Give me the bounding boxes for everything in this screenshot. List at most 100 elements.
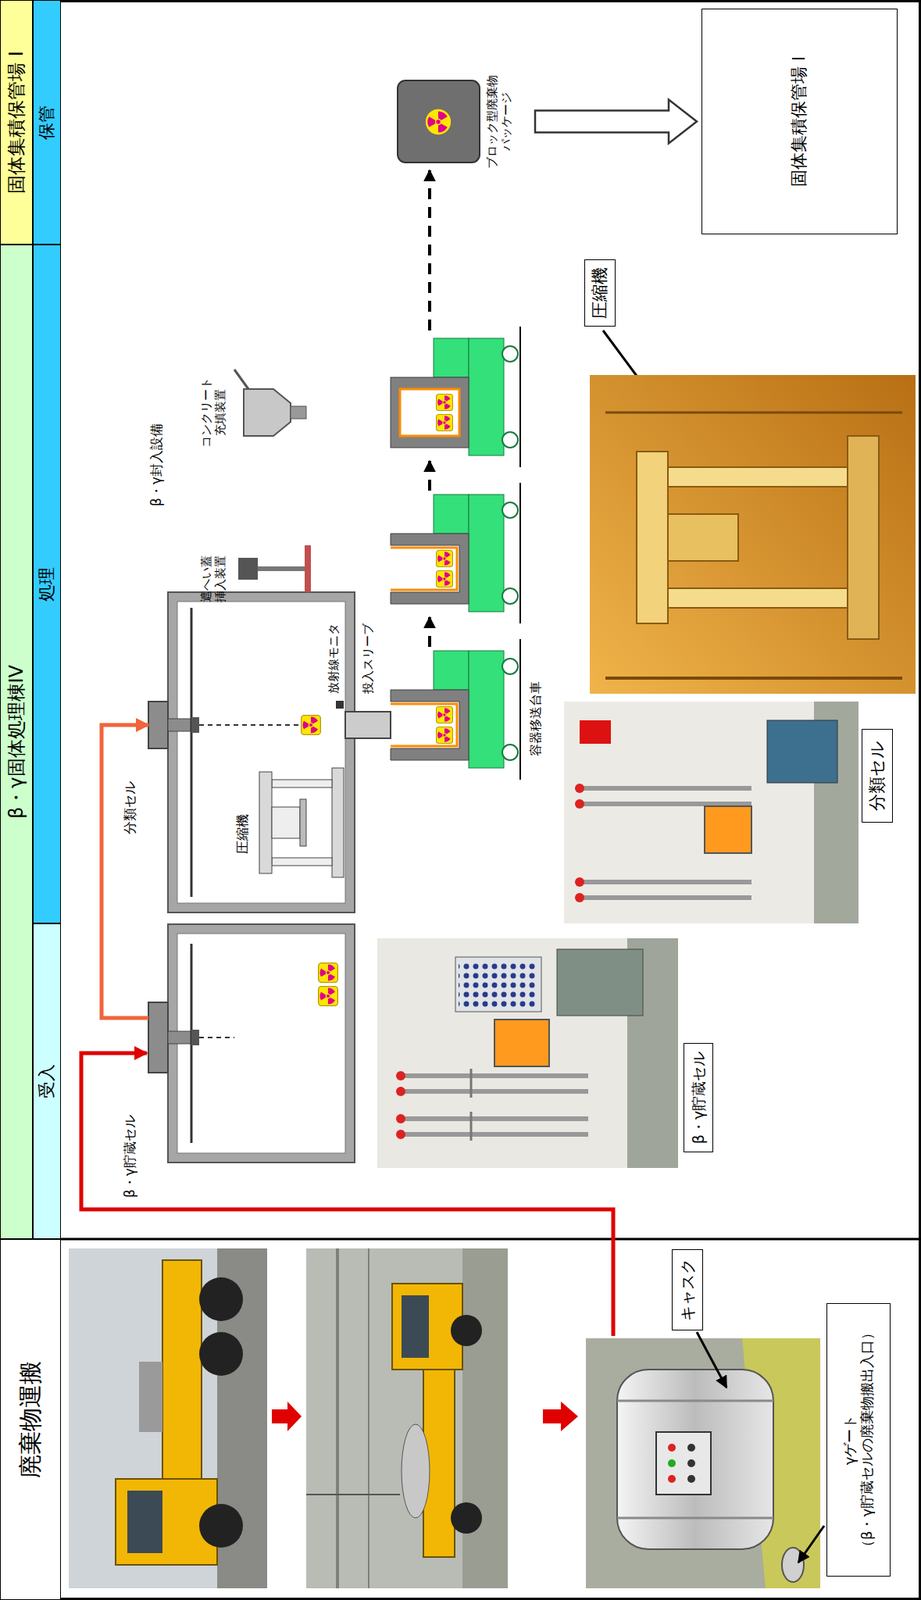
package-box: ブロック型廃棄物 パッケージ	[397, 72, 531, 171]
transfer-cart	[390, 638, 521, 780]
sorting-cell-drawing-part	[335, 700, 344, 709]
transfer-cart-part	[390, 533, 469, 604]
part-label: 容器移送台車	[528, 681, 543, 757]
callout-box: γゲート（β・γ貯蔵セルの廃棄物搬出入口）	[826, 1302, 891, 1577]
transfer-cart-part	[502, 346, 518, 362]
cask-photo-part	[617, 1369, 774, 1550]
band-label: 保管	[36, 105, 58, 140]
sorting-cell-photo-part	[574, 877, 585, 887]
header-band: 保管	[32, 0, 61, 245]
header-band: 受入	[32, 923, 61, 1239]
sorting-cell-photo-part	[579, 895, 752, 900]
sorting-cell-drawing-part	[301, 715, 322, 736]
block-package-part	[425, 109, 451, 135]
sorting-cell-drawing-part	[190, 607, 193, 897]
truck-photo	[68, 1248, 268, 1589]
truck-hall-photo-part	[450, 1314, 482, 1346]
sorting-cell-photo-part	[767, 720, 838, 783]
node-label: γゲート	[841, 1414, 859, 1466]
compactor-photo-part	[667, 588, 848, 608]
concrete-filling-device-part	[234, 369, 249, 390]
storage-box: 固体集積保管場 I	[701, 8, 898, 235]
sorting-cell-photo-part	[704, 806, 752, 854]
leader-line	[798, 1525, 825, 1563]
part-label: コンクリート 充填装置	[199, 365, 228, 460]
concrete-filling-device	[234, 369, 307, 436]
compactor-photo-part	[636, 451, 668, 624]
sorting-cell-photo-part	[579, 720, 611, 744]
transfer-cart-part	[436, 414, 454, 432]
band-label: 廃棄物運搬	[16, 1360, 45, 1478]
transfer-cart	[390, 482, 521, 624]
compactor-photo-part	[605, 676, 903, 680]
sorting-cell-drawing-part	[271, 806, 300, 839]
transfer-cart-part	[433, 338, 469, 378]
hollow-arrow	[535, 99, 697, 144]
node-label: 分類セル	[121, 781, 138, 835]
storage-cell-drawing-part	[167, 924, 355, 1163]
storage-cell-drawing-part	[167, 1031, 192, 1044]
flow-dashed-arrow-part	[428, 460, 432, 491]
flow-arrow	[271, 1401, 302, 1432]
truck-photo-part	[199, 1277, 243, 1321]
transfer-cart-part	[436, 706, 454, 724]
transfer-cart-part	[468, 338, 504, 456]
storage-cell-photo-part	[377, 938, 679, 1168]
sorting-cell-drawing-part	[299, 799, 307, 847]
transfer-cart-part	[502, 658, 518, 675]
cask-photo-part	[687, 1474, 696, 1483]
storage-cell-drawing-part	[177, 933, 346, 1154]
compactor-photo-part	[667, 467, 848, 487]
sorting-cell-drawing-part	[271, 857, 332, 866]
sorting-cell-photo-part	[574, 799, 585, 809]
node-label: ブロック型廃棄物 パッケージ	[485, 72, 514, 171]
header-band: 処理	[32, 244, 61, 924]
part-label: 圧縮機	[234, 813, 250, 854]
header-band: 廃棄物運搬	[0, 1238, 61, 1600]
part-label: 投入スリーブ	[360, 623, 375, 694]
storage-cell-photo-part	[470, 1068, 473, 1098]
transfer-cart-part	[519, 482, 522, 624]
cask-photo-part	[687, 1459, 696, 1468]
leader-line	[696, 1331, 727, 1388]
header-band: β・γ固体処理棟IV	[0, 244, 33, 1239]
compactor-photo-part	[589, 374, 916, 694]
sorting-cell-drawing-part	[177, 601, 346, 904]
truck-hall-photo-part	[401, 1424, 430, 1518]
storage-cell-photo-part	[400, 1116, 589, 1121]
transfer-cart-part	[436, 727, 454, 744]
storage-cell-photo-part	[400, 1131, 589, 1137]
sorting-cell-photo-part	[579, 879, 752, 885]
storage-cell-photo-part	[396, 1113, 406, 1124]
node-label: β・γ貯蔵セル	[689, 1051, 708, 1144]
callout-box: キャスク	[671, 1249, 704, 1331]
cask-photo-part	[656, 1431, 711, 1495]
band-label: 受入	[36, 1063, 58, 1099]
truck-photo-part	[199, 1503, 243, 1548]
storage-cell-photo-part	[455, 956, 542, 1012]
block-package	[397, 80, 480, 163]
transfer-cart-part	[390, 689, 469, 761]
cask-photo-part	[585, 1338, 821, 1589]
storage-cell-photo-part	[396, 1129, 406, 1139]
node-label: （β・γ貯蔵セルの廃棄物搬出入口）	[858, 1325, 876, 1554]
band-label: 固体集積保管場 I	[5, 50, 29, 194]
storage-cell-photo-part	[396, 1086, 406, 1096]
transfer-cart-part	[502, 744, 518, 761]
band-label: 処理	[36, 567, 58, 602]
cask-photo-part	[617, 1399, 774, 1403]
sorting-cell-photo-part	[574, 783, 585, 793]
transfer-cart-part	[390, 547, 457, 590]
sorting-cell-drawing-part	[167, 592, 355, 913]
cask-photo-part	[617, 1517, 774, 1520]
sorting-cell-drawing-part	[271, 779, 332, 788]
node-label: β・γ貯蔵セル	[121, 1114, 138, 1198]
transfer-cart-part	[502, 431, 518, 448]
cask-photo-part	[781, 1547, 804, 1582]
compactor-photo-part	[605, 411, 903, 415]
truck-photo-part	[139, 1361, 163, 1432]
compactor-photo-part	[667, 514, 739, 561]
storage-cell-photo-part	[400, 1088, 589, 1094]
